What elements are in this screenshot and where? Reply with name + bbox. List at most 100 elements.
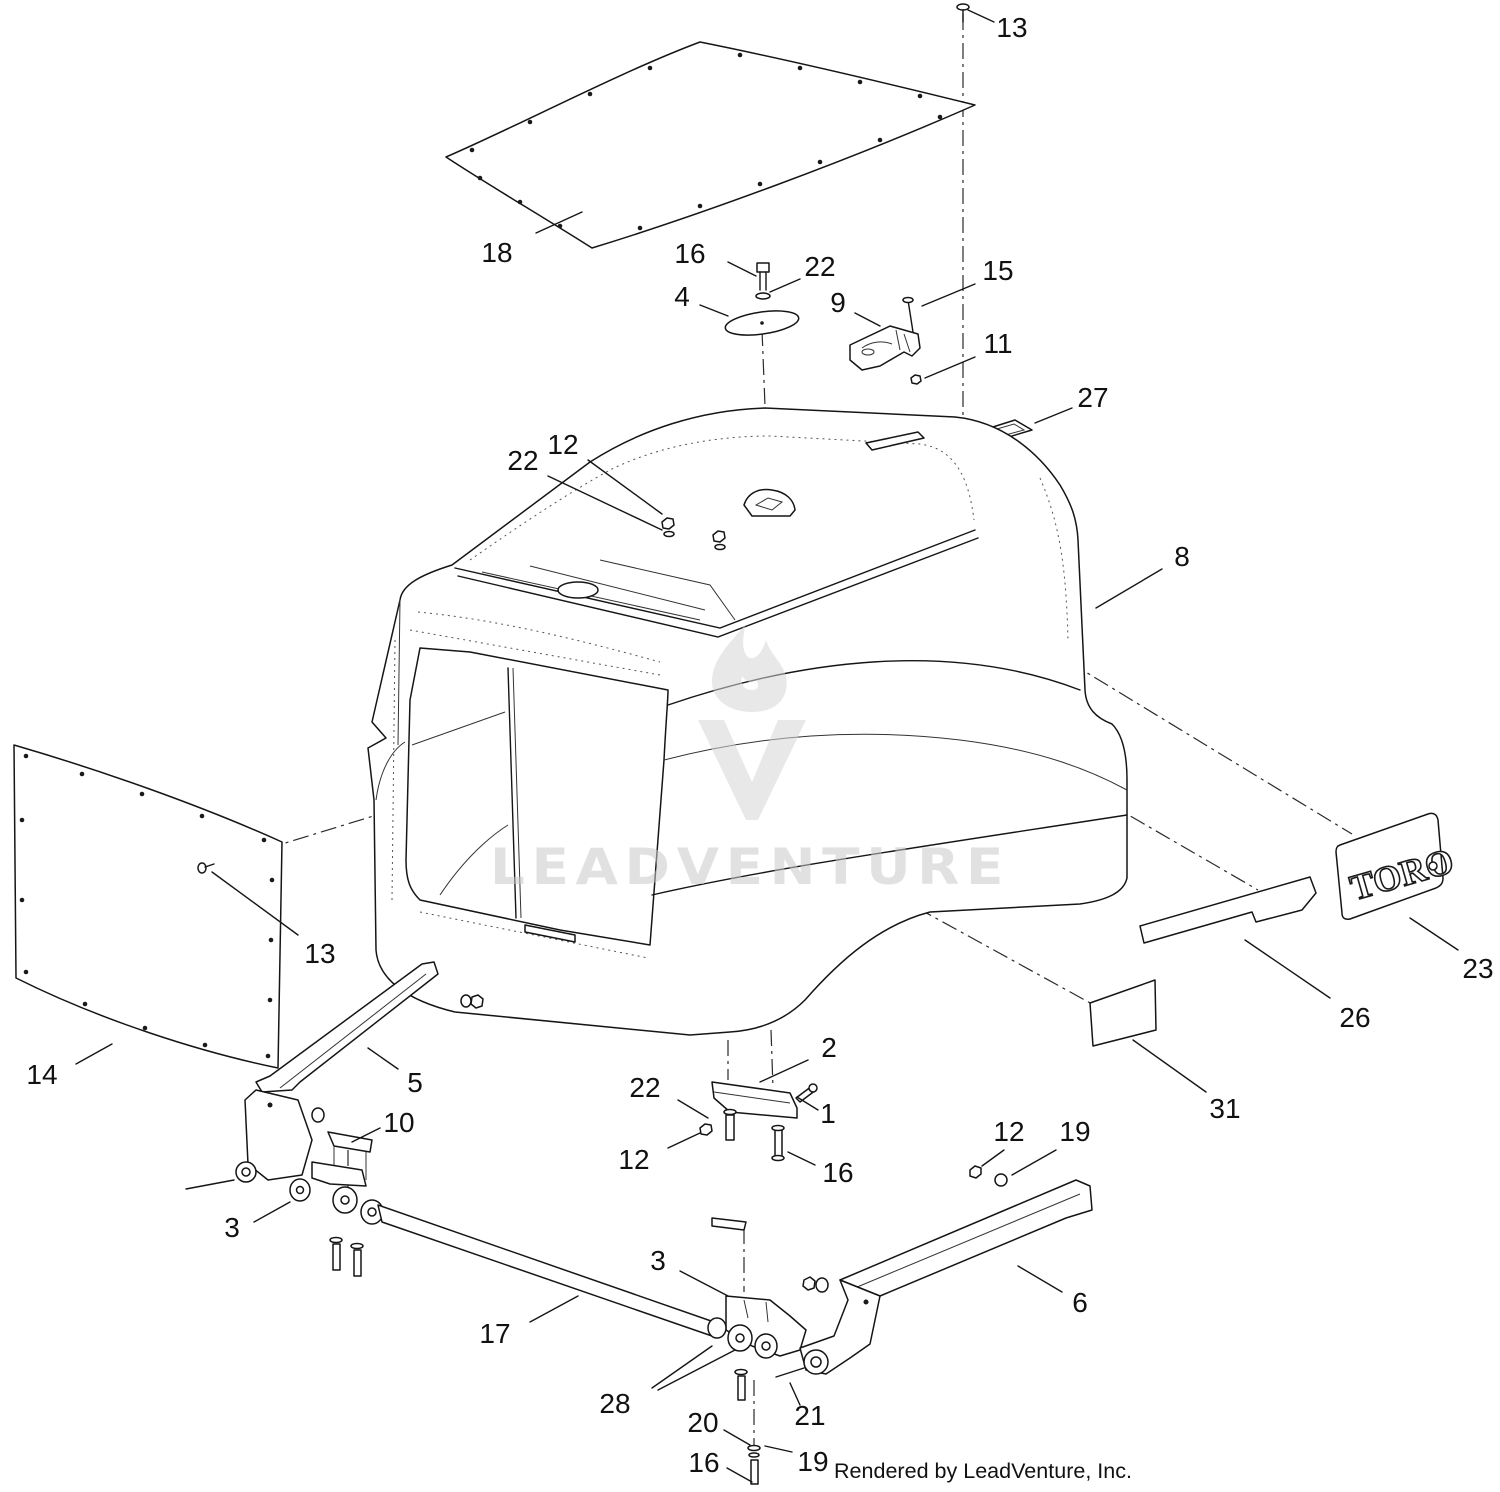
front-bracket-washer bbox=[723, 1108, 737, 1116]
mounting-hole bbox=[557, 223, 563, 229]
callout-21[interactable]: 21 bbox=[794, 1400, 825, 1431]
left-hood-bracket-flange bbox=[244, 1089, 313, 1181]
leader-lines bbox=[75, 9, 1459, 1483]
side-screw-shaft bbox=[204, 863, 215, 868]
callout-2[interactable]: 2 bbox=[821, 1032, 837, 1063]
cap-center-hole bbox=[760, 321, 764, 325]
right-hinge-bolt bbox=[737, 1375, 746, 1401]
left-hinge-pin bbox=[185, 1179, 235, 1190]
left-hinge-disc-hole bbox=[367, 1207, 377, 1217]
callout-9[interactable]: 9 bbox=[830, 287, 846, 318]
panel-mounting-holes bbox=[469, 52, 943, 231]
callout-22[interactable]: 22 bbox=[629, 1072, 660, 1103]
mounting-hole bbox=[269, 877, 275, 883]
latch-detail bbox=[861, 329, 911, 353]
callout-22[interactable]: 22 bbox=[804, 251, 835, 282]
callout-12[interactable]: 12 bbox=[547, 429, 578, 460]
callout-19[interactable]: 19 bbox=[1059, 1116, 1090, 1147]
mounting-hole bbox=[268, 937, 274, 943]
callout-26[interactable]: 26 bbox=[1339, 1002, 1370, 1033]
watermark-flame-logo bbox=[712, 625, 787, 712]
callout-16[interactable]: 16 bbox=[674, 238, 705, 269]
left-hinge-disc-hole bbox=[340, 1195, 350, 1205]
latch-screw-head bbox=[902, 296, 914, 304]
front-bracket-carriage-bolt bbox=[725, 1114, 735, 1141]
left-hinge-group bbox=[185, 961, 484, 1277]
lower-washer bbox=[748, 1452, 760, 1458]
leader-line-11 bbox=[924, 356, 976, 379]
leader-line-16-lower bbox=[787, 1151, 816, 1166]
hood-nut bbox=[712, 530, 726, 543]
callout-28[interactable]: 28 bbox=[599, 1388, 630, 1419]
front-bracket-bolt-lower bbox=[774, 1129, 783, 1159]
callout-11[interactable]: 11 bbox=[983, 328, 1012, 359]
callout-18[interactable]: 18 bbox=[481, 237, 512, 268]
leader-line-1 bbox=[796, 1096, 819, 1111]
leader-line-26 bbox=[1244, 939, 1331, 999]
leader-line-18 bbox=[535, 211, 583, 234]
render-credit: Rendered by LeadVenture, Inc. bbox=[834, 1460, 1132, 1483]
mounting-hole bbox=[697, 203, 703, 209]
right-hinge-plate-edge bbox=[743, 1299, 769, 1323]
callout-23[interactable]: 23 bbox=[1462, 953, 1493, 984]
callout-20[interactable]: 20 bbox=[687, 1407, 718, 1438]
mounting-hole bbox=[757, 181, 763, 187]
right-hinge-disc-hole bbox=[761, 1341, 771, 1351]
side-panel-holes bbox=[19, 753, 275, 1059]
callout-31[interactable]: 31 bbox=[1209, 1093, 1240, 1124]
callout-10[interactable]: 10 bbox=[383, 1107, 414, 1138]
toro-logo-registered-mark bbox=[1428, 861, 1438, 871]
left-bracket-nut bbox=[470, 994, 484, 1009]
callout-12[interactable]: 12 bbox=[993, 1116, 1024, 1147]
callout-22[interactable]: 22 bbox=[507, 445, 538, 476]
latch-screw bbox=[907, 299, 914, 333]
callout-15[interactable]: 15 bbox=[982, 255, 1013, 286]
callout-3[interactable]: 3 bbox=[224, 1212, 240, 1243]
callout-1[interactable]: 1 bbox=[820, 1098, 836, 1129]
latch bbox=[849, 325, 921, 371]
hood-washer bbox=[663, 530, 675, 538]
bolt-head bbox=[756, 262, 770, 273]
callout-27[interactable]: 27 bbox=[1077, 382, 1108, 413]
leader-line-28a bbox=[651, 1345, 713, 1389]
leader-line-14 bbox=[75, 1043, 113, 1065]
mounting-hole bbox=[477, 175, 483, 181]
callout-6[interactable]: 6 bbox=[1072, 1287, 1088, 1318]
callout-14[interactable]: 14 bbox=[26, 1059, 57, 1090]
callout-4[interactable]: 4 bbox=[674, 281, 690, 312]
leader-line-3-left bbox=[253, 1201, 291, 1223]
callout-16[interactable]: 16 bbox=[688, 1447, 719, 1478]
callout-8[interactable]: 8 bbox=[1174, 541, 1190, 572]
leader-line-23 bbox=[1409, 917, 1459, 951]
right-hinge-eye-hole bbox=[810, 1356, 822, 1368]
watermark-text: LEADVENTURE bbox=[490, 838, 1010, 896]
side-panel bbox=[13, 744, 283, 1069]
left-bracket-washer bbox=[460, 994, 472, 1008]
callout-12[interactable]: 12 bbox=[618, 1144, 649, 1175]
right-hinge-pin bbox=[775, 1367, 805, 1378]
callout-13[interactable]: 13 bbox=[996, 12, 1027, 43]
callout-13[interactable]: 13 bbox=[304, 938, 335, 969]
callout-19[interactable]: 19 bbox=[797, 1446, 828, 1477]
leader-line-31 bbox=[1132, 1039, 1207, 1093]
leader-line-12-top bbox=[587, 459, 663, 515]
latch-assembly bbox=[849, 296, 922, 385]
callout-3[interactable]: 3 bbox=[650, 1245, 666, 1276]
mounting-hole bbox=[23, 969, 29, 975]
mounting-hole bbox=[587, 91, 593, 97]
hood-window-divider bbox=[507, 667, 517, 919]
mounting-hole bbox=[142, 1025, 148, 1031]
hood-top-dotted-outline bbox=[469, 435, 975, 561]
leader-line-28b bbox=[657, 1349, 736, 1391]
leader-line-17 bbox=[529, 1295, 579, 1323]
mounting-hole bbox=[82, 1001, 88, 1007]
leader-line-10 bbox=[351, 1127, 381, 1143]
hood-top-opening-edge bbox=[457, 537, 979, 638]
left-spacer-bracket bbox=[327, 1131, 373, 1153]
callout-5[interactable]: 5 bbox=[407, 1067, 423, 1098]
right-bracket-group bbox=[775, 1165, 1093, 1378]
callout-16[interactable]: 16 bbox=[822, 1157, 853, 1188]
mounting-hole bbox=[19, 897, 25, 903]
callout-17[interactable]: 17 bbox=[479, 1318, 510, 1349]
leader-line-22-hood bbox=[547, 475, 663, 531]
